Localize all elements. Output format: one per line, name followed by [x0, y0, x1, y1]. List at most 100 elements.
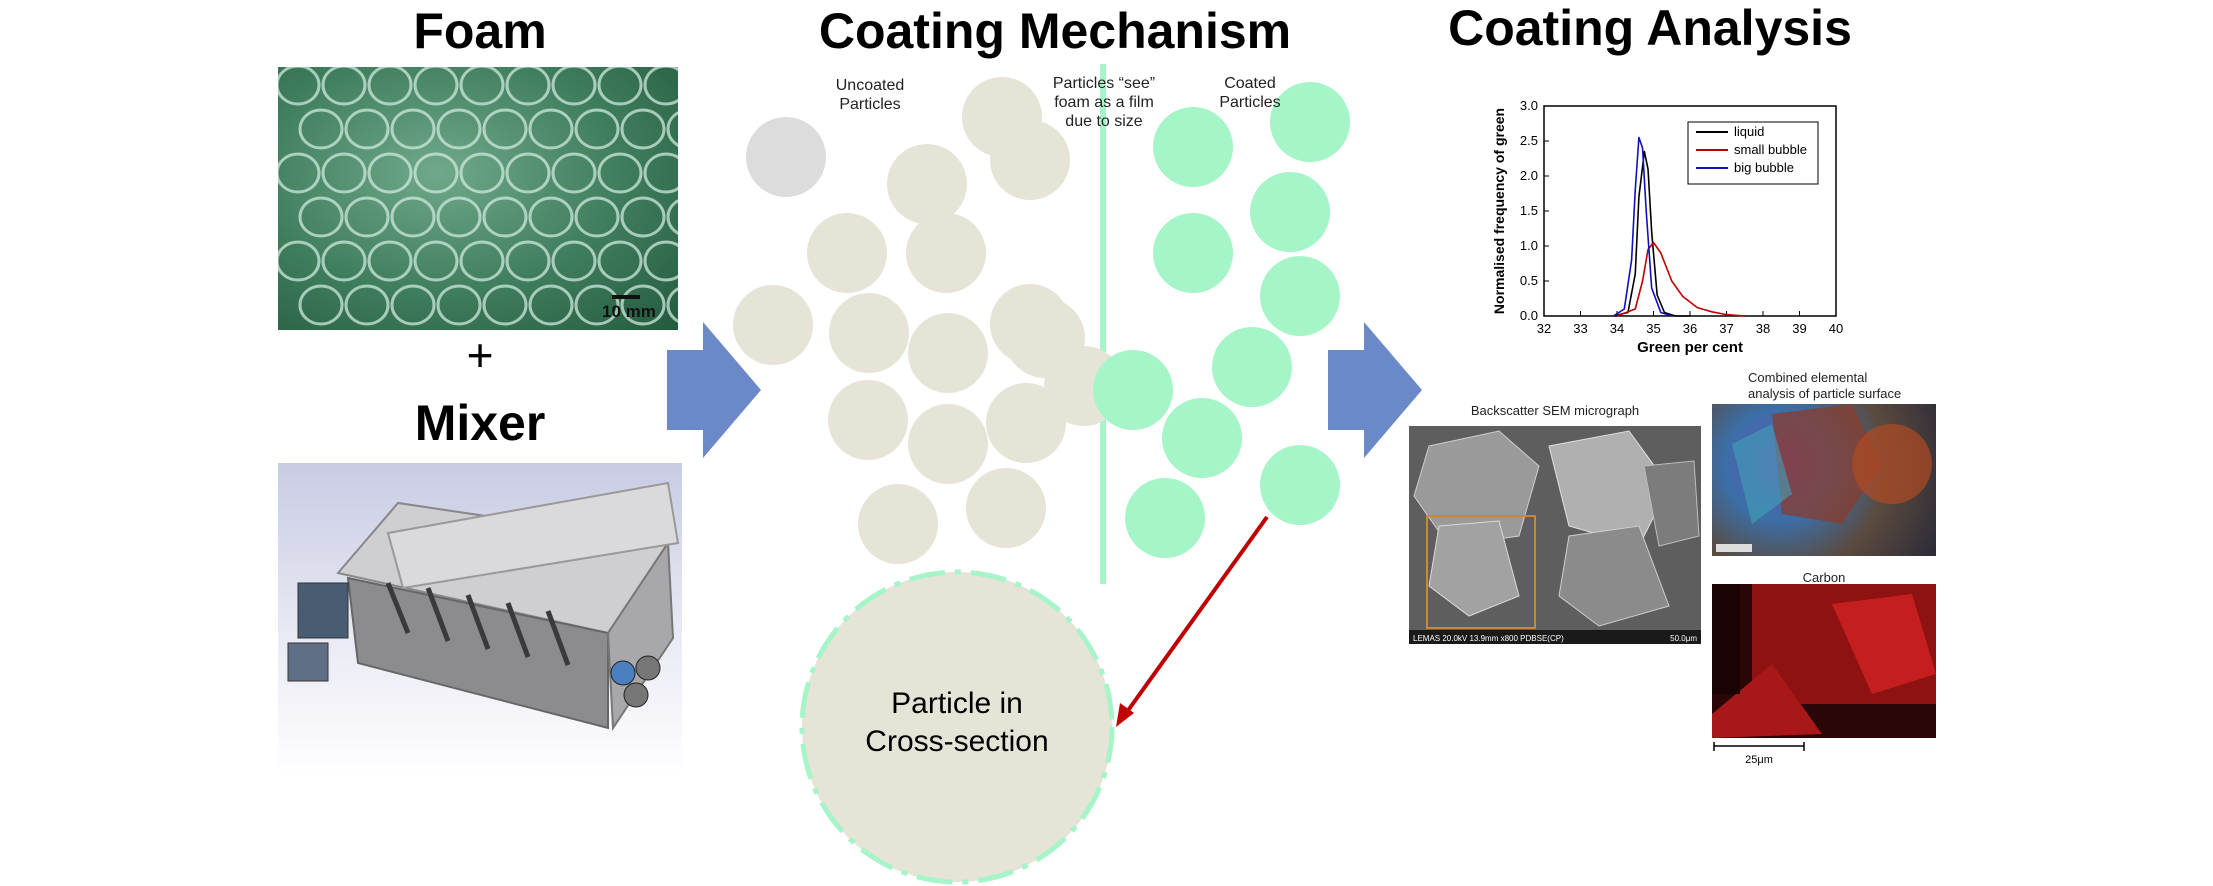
foam-bubbles-image: 10 mm — [278, 67, 678, 326]
foam-cell — [321, 240, 367, 282]
foam-cell — [574, 108, 620, 150]
carbon-scale-bar: 25μm — [1713, 742, 1805, 766]
foam-cell — [298, 108, 344, 150]
plus-sign: + — [466, 329, 494, 381]
uncoated-particles — [733, 77, 1124, 564]
uncoated-particle — [858, 484, 938, 564]
foam-cell — [574, 284, 620, 326]
gray-particle — [746, 117, 826, 197]
elemental-map — [1712, 404, 1936, 556]
foam-cell — [321, 67, 367, 106]
elemental-label: Combined elemental analysis of particle … — [1748, 370, 1902, 401]
y-tick-label: 1.0 — [1520, 238, 1538, 253]
coated-particle — [1212, 327, 1292, 407]
foam-cell — [620, 284, 666, 326]
y-tick-label: 0.5 — [1520, 273, 1538, 288]
foam-cell — [482, 284, 528, 326]
arrow-to-analysis — [1328, 322, 1422, 458]
series-line-big-bubble — [1612, 136, 1672, 317]
uncoated-particle — [829, 293, 909, 373]
x-tick-label: 40 — [1829, 321, 1843, 336]
foam-cell — [620, 108, 666, 150]
coated-particle — [1093, 350, 1173, 430]
foam-cell — [321, 152, 367, 194]
cross-section-particle — [799, 569, 1115, 885]
coated-label: Coated Particles — [1219, 75, 1281, 111]
foam-cell — [620, 196, 666, 238]
red-arrow-line — [1122, 515, 1269, 718]
foam-cell — [505, 152, 551, 194]
sem-footer-left: LEMAS 20.0kV 13.9mm x800 PDBSE(CP) — [1413, 634, 1564, 643]
coated-particle — [1153, 107, 1233, 187]
x-tick-label: 38 — [1756, 321, 1770, 336]
foam-cell — [666, 287, 678, 323]
foam-cell — [390, 196, 436, 238]
foam-cell — [367, 152, 413, 194]
foam-cell — [278, 67, 321, 106]
foam-cell — [643, 240, 678, 282]
uncoated-particle — [908, 313, 988, 393]
foam-cell — [459, 152, 505, 194]
foam-cell — [666, 199, 678, 235]
y-tick-label: 2.5 — [1520, 133, 1538, 148]
sem-image: LEMAS 20.0kV 13.9mm x800 PDBSE(CP) 50.0μ… — [1409, 426, 1701, 644]
x-tick-label: 35 — [1646, 321, 1660, 336]
foam-cell — [551, 240, 597, 282]
uncoated-particle — [807, 213, 887, 293]
analysis-title: Coating Analysis — [1448, 0, 1852, 56]
carbon-label: Carbon — [1802, 570, 1846, 585]
sem-highlight-box — [1426, 515, 1536, 629]
foam-cell — [528, 196, 574, 238]
foam-cell — [643, 152, 678, 194]
mixer-title: Mixer — [414, 395, 546, 451]
foam-cell — [643, 67, 678, 106]
foam-cell — [344, 196, 390, 238]
uncoated-label: Uncoated Particles — [835, 77, 905, 113]
foam-cell — [505, 67, 551, 106]
foam-cell — [597, 240, 643, 282]
sem-micrograph: LEMAS 20.0kV 13.9mm x800 PDBSE(CP) 50.0μ… — [1409, 426, 1701, 644]
foam-cell — [666, 111, 678, 147]
foam-cell — [459, 67, 505, 106]
foam-cell — [528, 108, 574, 150]
cross-section-label: Particle in Cross-section — [865, 687, 1049, 758]
coated-particle — [1162, 398, 1242, 478]
coated-particles — [1093, 82, 1350, 558]
uncoated-particle — [990, 120, 1070, 200]
foam-cell — [298, 196, 344, 238]
foam-cell — [344, 284, 390, 326]
foam-cell — [574, 196, 620, 238]
series-line-liquid — [1613, 150, 1690, 317]
foam-cell — [413, 240, 459, 282]
uncoated-particle — [908, 404, 988, 484]
carbon-scale-label: 25μm — [1745, 754, 1773, 766]
legend-label: small bubble — [1734, 142, 1807, 157]
foam-cell — [551, 152, 597, 194]
foam-cell — [551, 67, 597, 106]
foam-cell — [367, 240, 413, 282]
foam-cell — [528, 284, 574, 326]
foam-cell — [390, 284, 436, 326]
uncoated-particle — [986, 383, 1066, 463]
x-tick-label: 36 — [1683, 321, 1697, 336]
foam-cell — [436, 196, 482, 238]
sem-footer-right: 50.0μm — [1670, 634, 1697, 643]
y-tick-label: 0.0 — [1520, 308, 1538, 323]
mixer-drawing — [287, 481, 680, 732]
uncoated-particle — [966, 468, 1046, 548]
mechanism-title: Coating Mechanism — [818, 3, 1292, 59]
sem-label: Backscatter SEM micrograph — [1470, 403, 1640, 418]
coated-particle — [1125, 478, 1205, 558]
foam-scale-bar — [612, 295, 640, 299]
legend-label: liquid — [1734, 124, 1764, 139]
y-axis-label: Normalised frequency of green — [1491, 108, 1507, 314]
coated-particle — [1260, 256, 1340, 336]
foam-cell — [298, 284, 344, 326]
elemental-image — [1716, 404, 1932, 552]
foam-cell — [597, 67, 643, 106]
coated-particle — [1250, 172, 1330, 252]
foam-cell — [597, 152, 643, 194]
foam-cell — [482, 196, 528, 238]
